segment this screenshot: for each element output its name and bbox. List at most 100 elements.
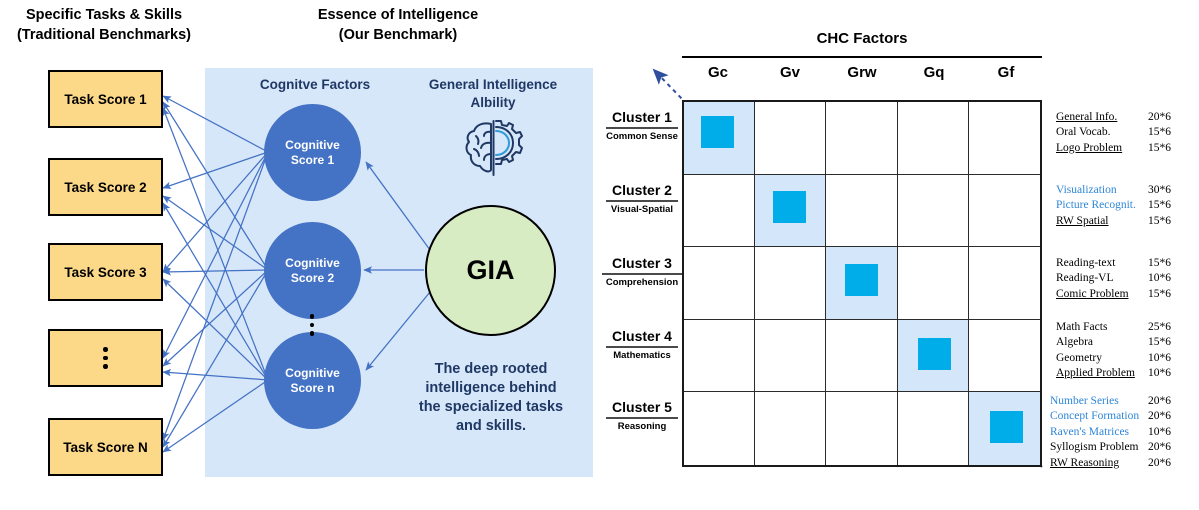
chc-matrix-grid [682,100,1042,467]
left-header-line2: (Traditional Benchmarks) [16,26,192,43]
task-score-box[interactable]: Task Score 1 [48,70,163,128]
left-section-header: Specific Tasks & Skills (Traditional Ben… [4,6,204,45]
score-chip [989,411,1023,444]
cognitive-circles-ellipsis [305,314,319,336]
cluster-underline [606,417,678,419]
cluster-name: Cluster 4 [612,328,672,344]
caption-line1: The deep rooted [434,361,548,377]
task-name: Oral Vocab. [1056,126,1111,139]
matrix-cell-c3-gc[interactable] [684,247,756,320]
matrix-cell-c5-gc[interactable] [684,392,756,465]
task-count: 20*6 [1148,111,1171,123]
matrix-cell-c1-gv[interactable] [755,102,827,175]
task-list-cluster1: General Info. 20*6 Oral Vocab.15*6 Logo P… [1056,110,1196,156]
matrix-cell-c2-gf[interactable] [968,174,1040,248]
task-count: 15*6 [1148,199,1171,212]
matrix-cell-c4-gq[interactable] [897,319,969,393]
task-name: Number Series [1050,395,1119,407]
task-name: Logo Problem [1056,141,1123,154]
task-name: RW Spatial [1056,214,1109,227]
cluster-subtitle: Common Sense [606,130,678,142]
gia-title: General Intelligence Albility [408,76,578,111]
task-count: 15*6 [1148,287,1171,300]
column-header-gv: Gv [779,64,800,81]
benchmark-caption: The deep rooted intelligence behind the … [396,360,586,437]
matrix-cell-c1-gf[interactable] [968,102,1040,175]
task-count: 10*6 [1148,272,1171,285]
task-list-item: Oral Vocab.15*6 [1056,125,1196,140]
task-score-box-ellipsis [48,329,163,387]
matrix-cell-c5-gf[interactable] [968,392,1040,465]
chc-factors-title: CHC Factors [816,30,908,47]
matrix-cell-c3-gv[interactable] [755,247,827,320]
task-box-label: Task Score 3 [64,264,147,280]
gia-circle[interactable]: GIA [425,205,556,336]
cognitive-score-circle[interactable]: Cognitive Score n [264,332,361,429]
score-chip [917,337,951,370]
task-box-label: Task Score 2 [64,179,147,195]
matrix-cell-c2-gq[interactable] [897,174,969,248]
matrix-cell-c2-gc[interactable] [684,174,756,248]
matrix-cell-c3-grw[interactable] [826,247,898,320]
task-name: Geometry [1056,351,1102,364]
task-count: 15*6 [1148,257,1171,269]
cluster-subtitle: Comprehension [605,276,679,288]
task-name: Concept Formation [1050,410,1140,423]
task-name: Applied Problem [1056,367,1135,380]
matrix-cell-c5-grw[interactable] [826,392,898,465]
cluster-row-label: Cluster 5 Reasoning [604,400,680,431]
matrix-cell-c5-gq[interactable] [897,392,969,465]
cognitive-factors-title: Cognitve Factors [259,77,371,92]
cluster-row-label: Cluster 4 Mathematics [604,329,680,360]
gia-title-line1: General Intelligence [428,77,558,92]
task-list-item: Concept Formation 20*6 [1050,409,1198,424]
matrix-column-headers: Gc Gv Grw Gq Gf [682,64,1042,94]
task-name: Reading-VL [1056,272,1114,285]
middle-section-header: Essence of Intelligence (Our Benchmark) [288,6,508,45]
task-name: General Info. [1056,111,1118,123]
cognitive-circle-line1: Cognitive [285,365,340,380]
cognitive-score-circle[interactable]: Cognitive Score 1 [264,104,361,201]
cognitive-circle-line1: Cognitive [285,137,340,152]
cluster-row-label: Cluster 2 Visual-Spatial [604,183,680,214]
column-header-gf: Gf [997,64,1015,81]
gia-label: GIA [466,255,515,285]
task-score-box[interactable]: Task Score 3 [48,243,163,301]
cluster-row-label: Cluster 3 Comprehension [600,256,684,287]
task-score-box[interactable]: Task Score 2 [48,158,163,216]
matrix-cell-c3-gf[interactable] [968,247,1040,320]
matrix-cell-c1-gc[interactable] [684,102,756,175]
matrix-cell-c4-gc[interactable] [684,319,756,393]
cluster-underline [602,273,682,275]
matrix-cell-c1-gq[interactable] [897,102,969,175]
left-header-line1: Specific Tasks & Skills [25,7,183,23]
task-score-box[interactable]: Task Score N [48,418,163,476]
cluster-underline [606,200,678,202]
task-box-label: Task Score N [63,439,148,455]
task-box-label: Task Score 1 [64,91,147,107]
cognitive-score-circle[interactable]: Cognitive Score 2 [264,222,361,319]
ellipsis-dot [103,364,108,369]
matrix-cell-c4-gv[interactable] [755,319,827,393]
matrix-cell-c2-gv[interactable] [755,174,827,248]
matrix-cell-c5-gv[interactable] [755,392,827,465]
matrix-cell-c1-grw[interactable] [826,102,898,175]
cluster-underline [606,127,678,129]
matrix-cell-c4-gf[interactable] [968,319,1040,393]
matrix-cell-c2-grw[interactable] [826,174,898,248]
task-count: 20*6 [1148,410,1171,423]
ellipsis-dot [309,322,315,328]
task-count: 20*6 [1148,456,1171,469]
gia-title-line2: Albility [470,94,516,110]
task-list-item: Picture Recognit.15*6 [1056,198,1196,213]
middle-header-line2: (Our Benchmark) [338,26,458,43]
matrix-cell-c4-grw[interactable] [826,319,898,393]
cluster-row-label: Cluster 1 Common Sense [604,110,680,141]
matrix-cell-c3-gq[interactable] [897,247,969,320]
